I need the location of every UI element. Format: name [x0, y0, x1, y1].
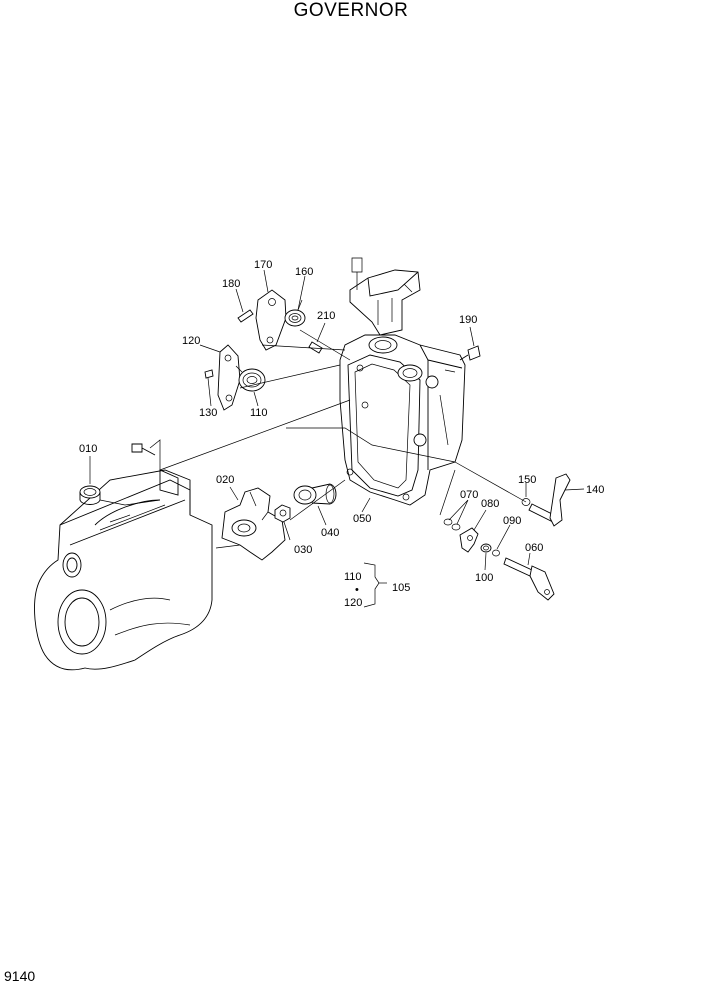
part-210-pin [308, 341, 323, 354]
part-010-cap [79, 485, 126, 506]
part-110-spring [235, 365, 266, 392]
governor-housing [339, 334, 466, 506]
callout-170: 170 [254, 259, 272, 271]
part-100-washer [480, 543, 492, 553]
part-040-sleeve [293, 483, 337, 505]
callout-040: 040 [321, 527, 339, 539]
callout-130: 130 [199, 407, 217, 419]
part-160-spring [284, 299, 306, 327]
callout-100: 100 [475, 572, 493, 584]
part-030-nut [274, 504, 291, 523]
callout-060: 060 [525, 542, 543, 554]
callout-105: 105 [392, 582, 410, 594]
callout-210: 210 [317, 310, 335, 322]
part-130-pin [204, 369, 214, 379]
callout-010: 010 [79, 443, 97, 455]
callout-160: 160 [295, 266, 313, 278]
callout-030: 030 [294, 544, 312, 556]
part-020-weight-holder [221, 487, 286, 561]
callout-020: 020 [216, 474, 234, 486]
part-190-bolt [459, 345, 481, 361]
callout-070: 070 [460, 489, 478, 501]
kit-bracket [363, 562, 387, 608]
callout-190: 190 [459, 314, 477, 326]
part-180-pin [237, 309, 254, 323]
callout-150: 150 [518, 474, 536, 486]
part-080-lever [459, 527, 479, 553]
part-060-shaft-lever [503, 557, 555, 601]
callout-120: 120 [182, 335, 200, 347]
bolt-near-engine [131, 443, 156, 456]
guide-lines [124, 329, 527, 549]
callout-110-lever: 110 [250, 407, 268, 419]
callout-140: 140 [586, 484, 604, 496]
part-070-orings [443, 518, 461, 531]
part-170-plate [255, 289, 287, 351]
leader-lines [89, 269, 585, 571]
page-number: 9140 [4, 968, 36, 984]
part-090-ring [492, 549, 500, 557]
top-cover-assembly [349, 257, 421, 336]
engine-block [34, 439, 213, 671]
kit-separator: • [355, 584, 359, 596]
callout-050: 050 [353, 513, 371, 525]
page-title: GOVERNOR [293, 0, 409, 21]
callout-180: 180 [222, 278, 240, 290]
callout-110: 110 [344, 571, 362, 583]
callout-120-kit: 120 [344, 597, 362, 609]
part-150-oring [521, 498, 531, 506]
part-140-shaft-lever [528, 473, 571, 527]
callout-090: 090 [503, 515, 521, 527]
callout-080: 080 [481, 498, 499, 510]
part-120-lever [217, 344, 241, 411]
